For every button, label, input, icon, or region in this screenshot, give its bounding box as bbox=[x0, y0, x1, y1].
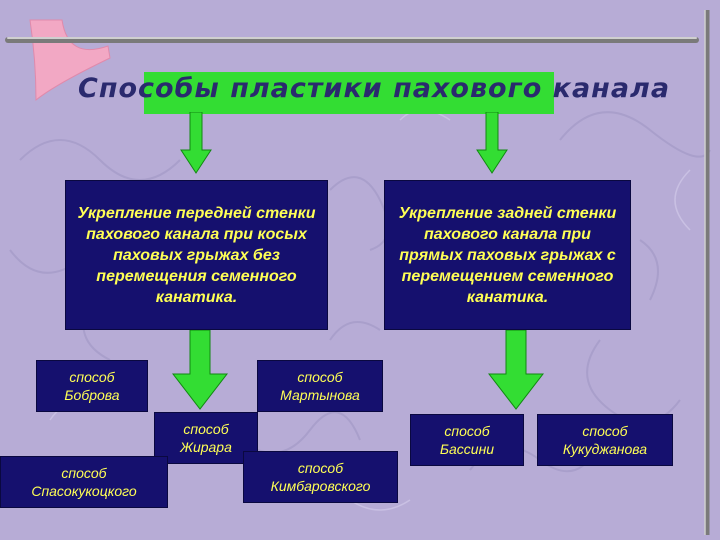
anterior-wall-heading: Укрепление передней стенки пахового кана… bbox=[65, 180, 328, 330]
arrow-down-icon bbox=[172, 330, 228, 410]
arrow-down-icon bbox=[180, 112, 212, 174]
title-highlight bbox=[144, 72, 554, 114]
page-title: Способы пластики пахового канала bbox=[78, 73, 671, 104]
arrow-down-icon bbox=[476, 112, 508, 174]
posterior-wall-heading: Укрепление задней стенки пахового канала… bbox=[384, 180, 631, 330]
arrow-down-icon bbox=[488, 330, 544, 410]
